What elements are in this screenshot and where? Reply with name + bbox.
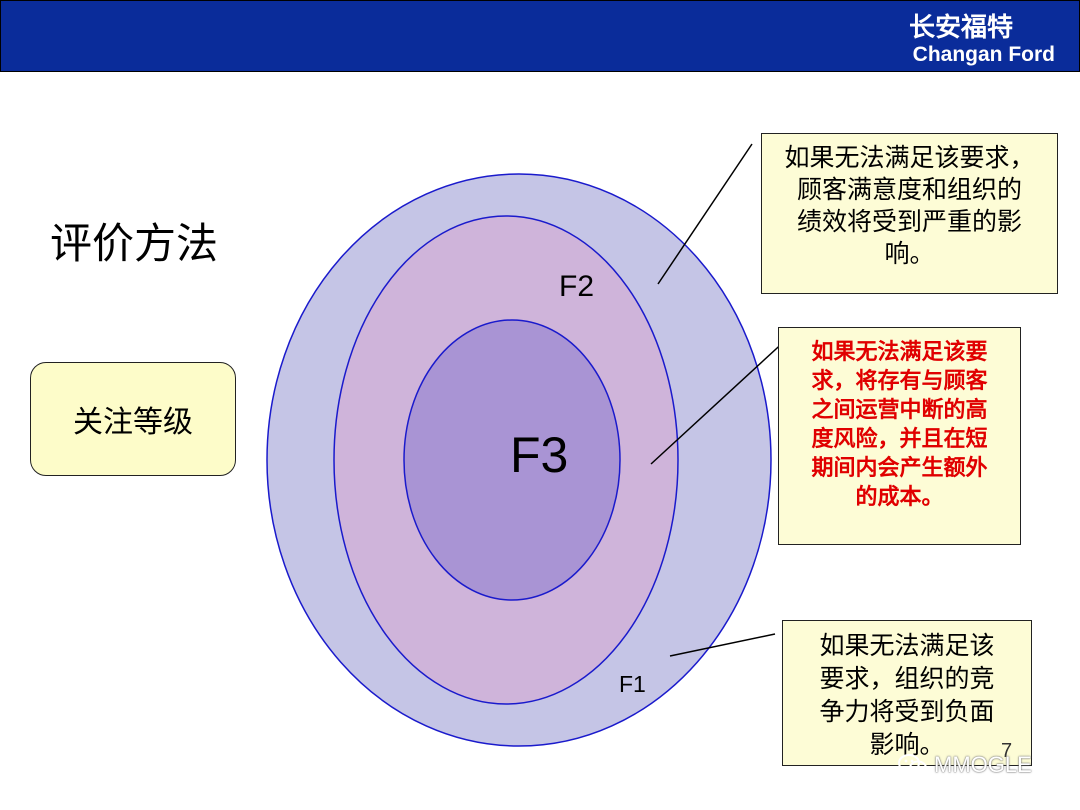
ring-label-f1: F1: [619, 671, 646, 697]
note-f2: 如果无法满足该要求， 顾客满意度和组织的 绩效将受到严重的影 响。: [761, 133, 1058, 294]
note-f3: 如果无法满足该要 求，将存有与顾客 之间运营中断的高 度风险，并且在短 期间内会…: [778, 327, 1021, 545]
note-line: 要求，组织的竞: [819, 664, 995, 693]
attention-level-label: 关注等级: [73, 405, 193, 440]
note-line: 如果无法满足该要求，: [784, 143, 1035, 172]
connector-line-f3: [650, 337, 789, 465]
note-line: 争力将受到负面: [819, 697, 995, 726]
note-line: 顾客满意度和组织的: [796, 175, 1022, 204]
ring-label-f2: F2: [559, 270, 595, 303]
note-line: 如果无法满足该: [819, 631, 995, 660]
header-bar: 长安福特 Changan Ford: [0, 0, 1080, 72]
note-line: 响。: [884, 239, 935, 268]
watermark: MMOGLE: [898, 752, 1032, 778]
note-f1: 如果无法满足该 要求，组织的竞 争力将受到负面 影响。: [782, 620, 1032, 766]
note-line: 如果无法满足该要: [811, 339, 988, 365]
note-line: 期间内会产生额外: [811, 455, 988, 481]
ring-label-f3: F3: [510, 427, 569, 483]
ring-inner: [403, 319, 621, 601]
watermark-text: MMOGLE: [934, 752, 1032, 777]
note-line: 的成本。: [855, 484, 944, 510]
brand-name-cn: 长安福特: [908, 13, 1013, 43]
wechat-icon: [898, 754, 927, 776]
note-line: 之间运营中断的高: [811, 397, 988, 423]
slide-title: 评价方法: [50, 219, 219, 268]
connector-line-f2: [657, 143, 753, 285]
note-line: 绩效将受到严重的影: [796, 207, 1022, 236]
brand-name-en: Changan Ford: [912, 43, 1055, 66]
note-line: 度风险，并且在短: [811, 426, 988, 452]
page-number: 7: [1001, 740, 1013, 762]
note-line: 求，将存有与顾客: [811, 368, 988, 394]
attention-level-box: 关注等级: [30, 362, 236, 476]
connector-line-f1: [669, 633, 776, 657]
